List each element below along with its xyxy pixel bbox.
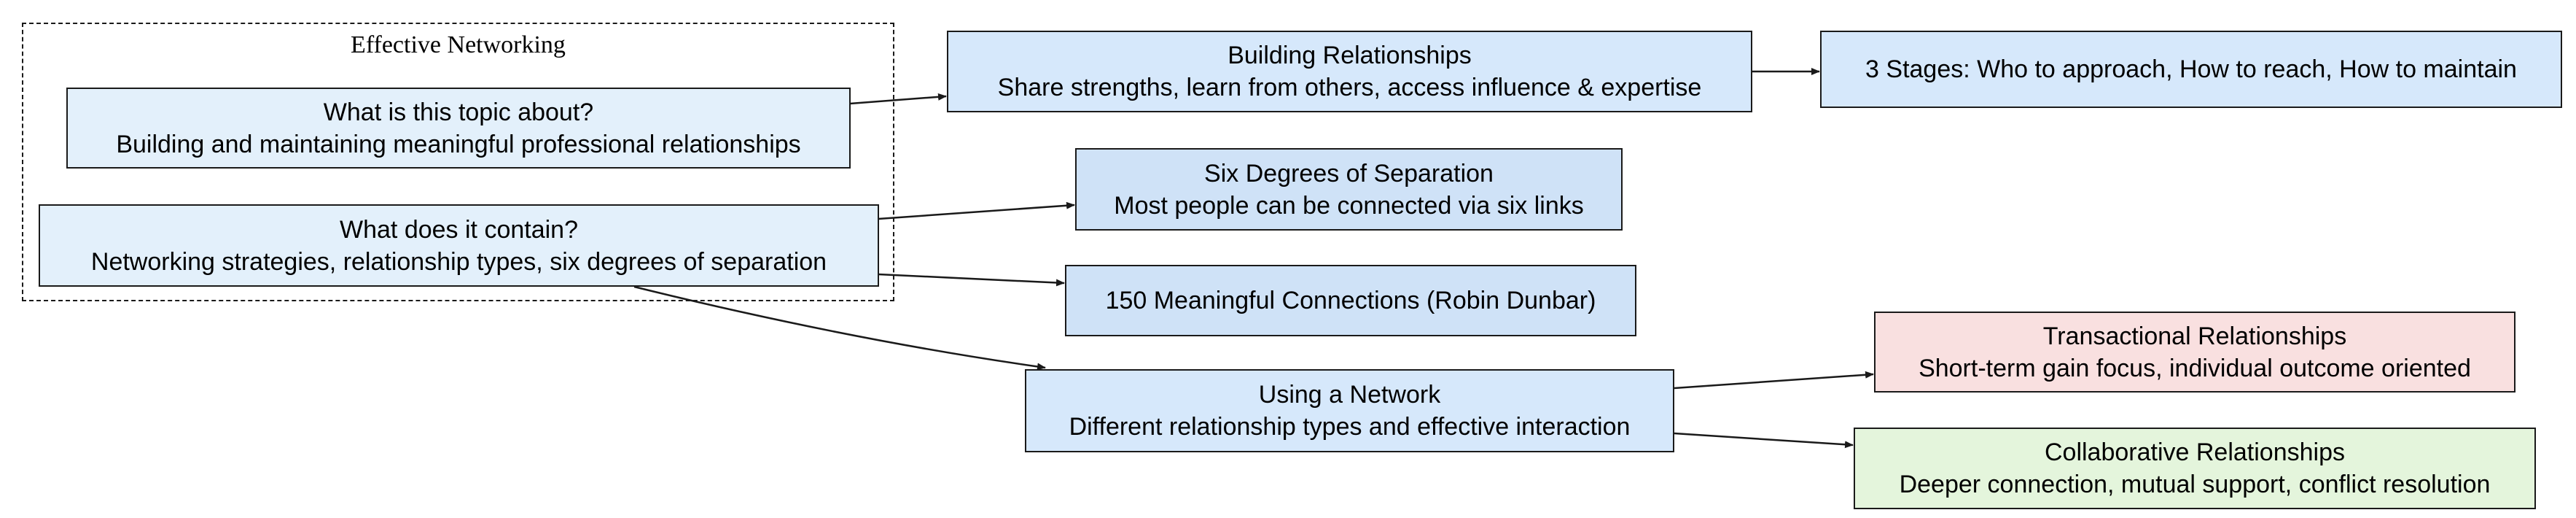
node-subtitle: Share strengths, learn from others, acce… [997, 74, 1702, 101]
cluster-label: Effective Networking [351, 31, 566, 58]
node-title: 150 Meaningful Connections (Robin Dunbar… [1105, 287, 1596, 314]
node-subtitle: Networking strategies, relationship type… [90, 247, 827, 276]
edge-contains-to-dunbar [878, 273, 1065, 287]
node-title: Building Relationships [1227, 42, 1472, 69]
node-building-relationships: Building Relationships Share strengths, … [947, 31, 1752, 112]
node-subtitle: Short-term gain focus, individual outcom… [1919, 354, 2471, 382]
node-subtitle: Most people can be connected via six lin… [1114, 191, 1584, 220]
node-title: Collaborative Relationships [2044, 438, 2345, 466]
node-title: 3 Stages: Who to approach, How to reach,… [1865, 55, 2517, 83]
cluster-effective-networking: Effective Networking [22, 23, 894, 301]
node-title: Using a Network [1258, 381, 1441, 409]
node-using-network: Using a Network Different relationship t… [1025, 369, 1674, 452]
edge-using-to-transactional [1674, 371, 1874, 390]
node-title: What is this topic about? [323, 98, 594, 126]
node-six-degrees: Six Degrees of Separation Most people ca… [1075, 148, 1623, 231]
node-topic-about: What is this topic about? Building and m… [66, 88, 851, 169]
edge-about-to-building [849, 93, 947, 105]
node-title: Six Degrees of Separation [1204, 159, 1494, 188]
edge-using-to-collaborative [1674, 432, 1854, 449]
node-dunbar-connections: 150 Meaningful Connections (Robin Dunbar… [1065, 265, 1636, 336]
node-subtitle: Deeper connection, mutual support, confl… [1899, 471, 2491, 498]
node-collaborative-relationships: Collaborative Relationships Deeper conne… [1854, 428, 2536, 509]
edge-contains-to-six-degrees [878, 201, 1075, 220]
node-subtitle: Different relationship types and effecti… [1069, 413, 1631, 441]
node-title: What does it contain? [340, 215, 578, 244]
node-title: Transactional Relationships [2042, 322, 2347, 350]
node-subtitle: Building and maintaining meaningful prof… [116, 130, 801, 158]
node-three-stages: 3 Stages: Who to approach, How to reach,… [1820, 31, 2562, 108]
node-topic-contains: What does it contain? Networking strateg… [39, 204, 879, 287]
node-transactional-relationships: Transactional Relationships Short-term g… [1874, 312, 2515, 393]
